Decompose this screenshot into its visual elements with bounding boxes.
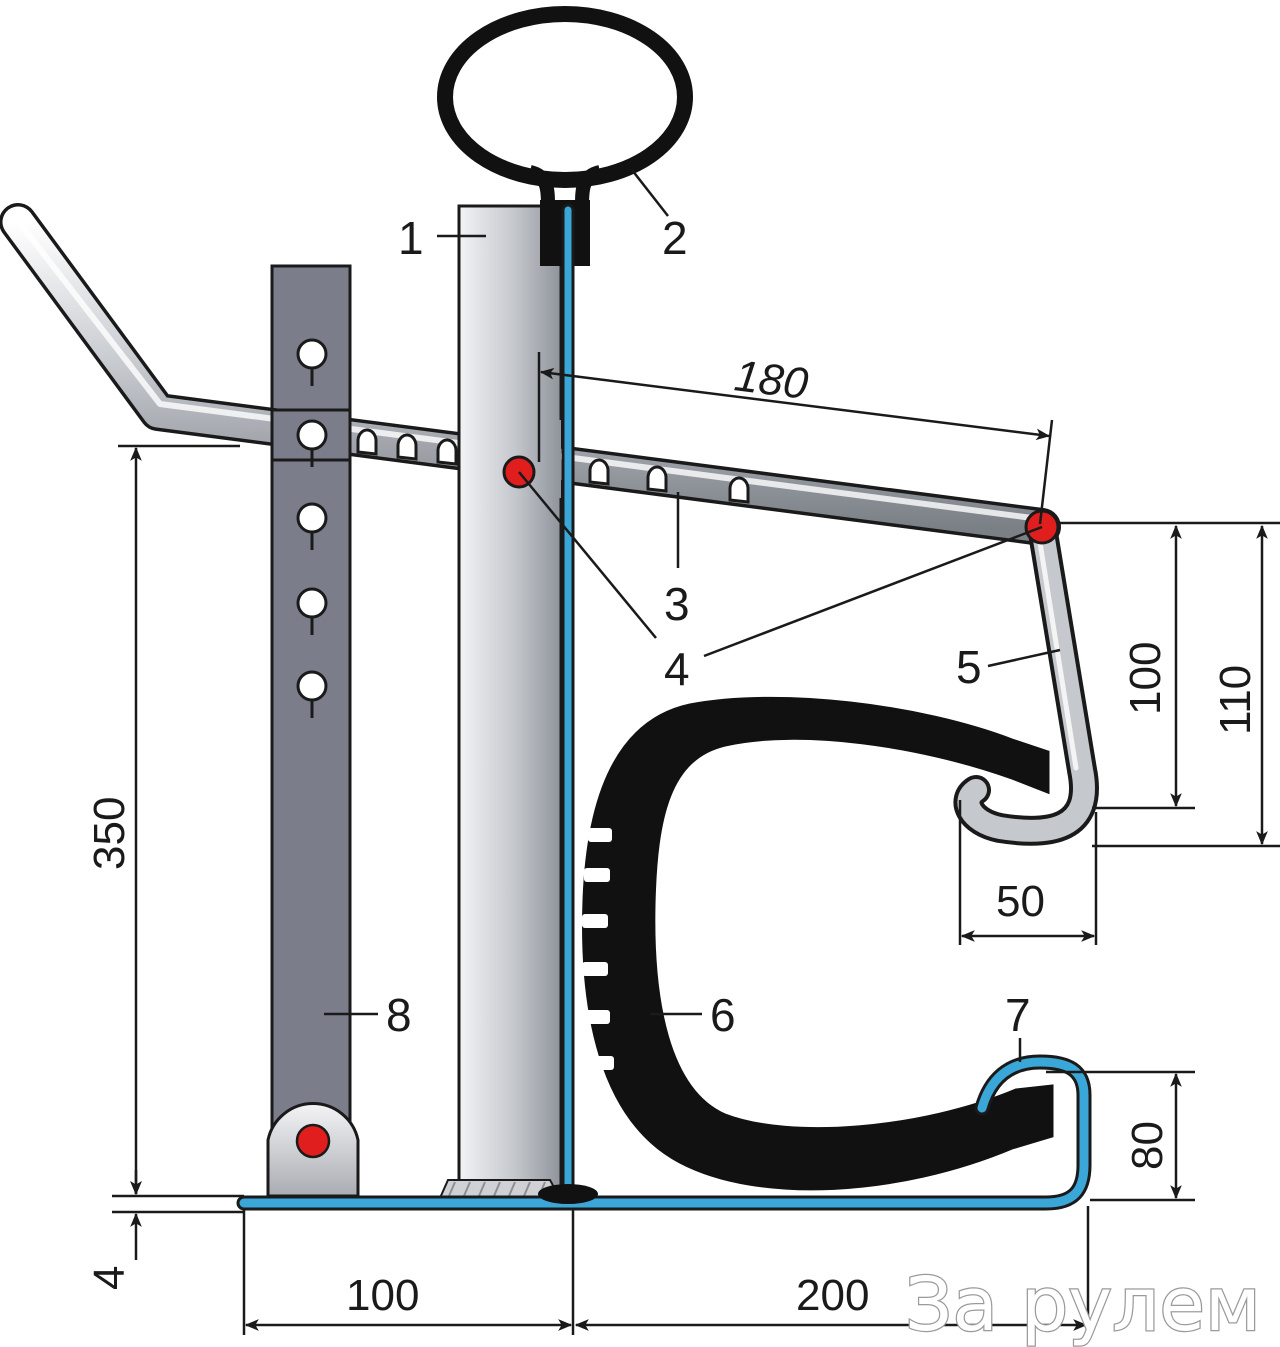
dim-80: 80 — [1123, 1121, 1172, 1170]
part-labels: 1 2 3 4 5 6 7 8 — [386, 212, 1031, 1041]
hook-rod — [953, 512, 1099, 846]
label-4: 4 — [664, 643, 690, 695]
tire — [582, 696, 1054, 1191]
hinge-block — [266, 1102, 360, 1198]
vertical-post — [438, 204, 563, 1199]
dim-50: 50 — [996, 877, 1045, 926]
dim-100-vertical: 100 — [1121, 642, 1170, 715]
label-3: 3 — [664, 578, 690, 630]
label-5: 5 — [956, 641, 982, 693]
dim-180: 180 — [732, 351, 811, 409]
label-2: 2 — [662, 212, 688, 264]
hinge-pin — [295, 1123, 331, 1159]
label-6: 6 — [710, 989, 736, 1041]
dimension-values: 180 350 100 110 50 80 4 100 200 — [85, 351, 1260, 1320]
perforated-plate — [270, 264, 352, 1198]
dim-200: 200 — [796, 1271, 869, 1320]
dim-350: 350 — [85, 797, 134, 870]
dim-110: 110 — [1211, 665, 1260, 735]
dim-100-horizontal: 100 — [346, 1271, 419, 1320]
label-1: 1 — [398, 212, 424, 264]
dimension-lines — [112, 352, 1280, 1335]
watermark-logo: За рулем — [905, 1262, 1261, 1347]
dim-4: 4 — [85, 1266, 134, 1290]
label-8: 8 — [386, 989, 412, 1041]
leader-lines — [324, 169, 1061, 1062]
label-7: 7 — [1005, 989, 1031, 1041]
